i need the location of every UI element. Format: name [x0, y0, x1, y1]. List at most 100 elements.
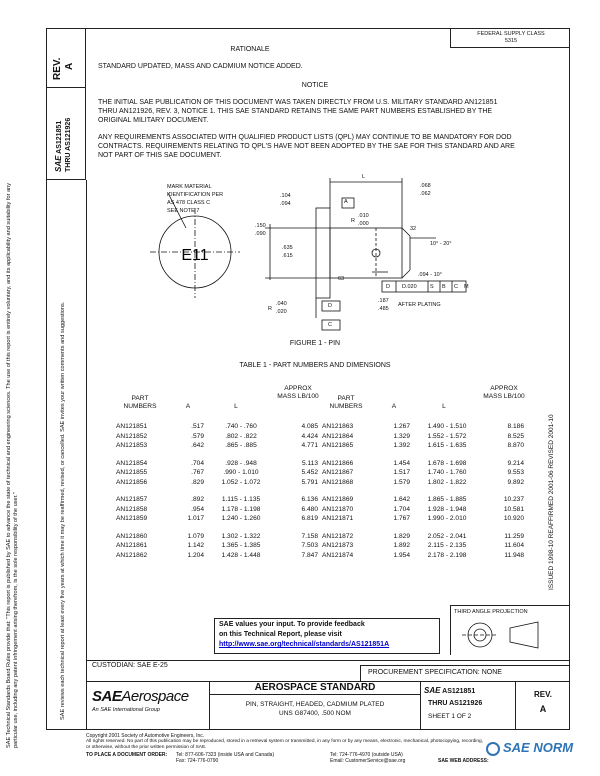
footer-rights: All rights reserved. No part of this pub…	[86, 739, 483, 750]
a-cell: 1.204	[187, 551, 204, 559]
spacer-cell	[116, 524, 318, 532]
feedback-link[interactable]: http://www.sae.org/technical/standards/A…	[219, 641, 390, 648]
mass-cell: 10.920	[503, 515, 524, 523]
footer-phone-1: Tel: 877-606-7323 (inside USA and Canada…	[176, 752, 275, 758]
title-divider	[210, 694, 420, 695]
table-title: TABLE 1 - PART NUMBERS AND DIMENSIONS	[239, 362, 391, 369]
procurement-label: PROCUREMENT SPECIFICATION: NONE	[368, 669, 502, 676]
mass-cell: 5.791	[301, 478, 318, 486]
figure-caption: FIGURE 1 - PIN	[289, 340, 341, 347]
dim-094-10: .094 - 10°	[418, 272, 442, 278]
mass-cell: 9.553	[507, 469, 524, 477]
left-rev-box	[46, 28, 86, 88]
l-cell: .802 - .822	[225, 432, 257, 440]
spacer-cell	[322, 451, 524, 459]
part-number-cell: AN121868	[322, 478, 354, 486]
part-number-cell: AN121852	[116, 432, 148, 440]
mass-cell: 9.892	[507, 478, 524, 486]
mass-cell: 4.771	[301, 442, 318, 450]
a-cell: 1.079	[187, 532, 204, 540]
mass-cell: 4.085	[301, 423, 318, 431]
mark-material-line3: AS 478 CLASS C	[167, 200, 211, 206]
mass-cell: 6.480	[301, 505, 318, 513]
a-cell: .704	[191, 459, 204, 467]
col-part-right: PART NUMBERS	[329, 395, 363, 410]
pin-shank	[329, 227, 403, 279]
a-cell: 1.329	[393, 432, 410, 440]
footer-fax: Fax: 724-776-0790	[176, 758, 219, 764]
spacer-cell	[322, 524, 524, 532]
l-cell: 1.052 - 1.072	[221, 478, 261, 486]
l-cell: 1.928 - 1.948	[427, 505, 467, 513]
l-cell: 1.552 - 1.572	[427, 432, 467, 440]
a-cell: 1.142	[187, 542, 204, 550]
part-number-cell: AN121853	[116, 442, 148, 450]
federal-class-box	[450, 28, 570, 48]
l-cell: 1.615 - 1.635	[427, 442, 467, 450]
main-frame	[46, 28, 570, 730]
l-cell: 1.865 - 1.885	[427, 496, 467, 504]
part-number-cell: AN121855	[116, 469, 148, 477]
issue-history: ISSUED 1998-10 REAFFIRMED 2001-06 REVISE…	[548, 414, 555, 590]
a-cell: 1.517	[393, 469, 410, 477]
left-column-divider	[86, 180, 87, 730]
l-cell: 1.365 - 1.385	[221, 542, 261, 550]
title-block-row	[86, 681, 570, 730]
a-cell: .954	[191, 505, 204, 513]
group-spacer	[322, 524, 524, 532]
group-spacer	[322, 487, 524, 495]
feedback-line1: SAE values your input. To provide feedba…	[219, 621, 365, 628]
part-number-cell: AN121863	[322, 423, 354, 431]
dim-r: R	[351, 218, 355, 224]
part-number-cell: AN121870	[322, 505, 354, 513]
a-cell: 1.767	[393, 515, 410, 523]
mass-cell: 6.136	[301, 496, 318, 504]
mark-material-line1: MARK MATERIAL	[167, 184, 212, 190]
sheet-label: SHEET 1 OF 2	[428, 713, 472, 720]
group-spacer	[116, 524, 318, 532]
a-cell: 1.392	[393, 442, 410, 450]
a-cell: 1.267	[393, 423, 410, 431]
mark-material-line4: SEE NOTE 7	[167, 208, 200, 214]
dim-090: .090	[255, 231, 266, 237]
part-number-cell: AN121857	[116, 496, 148, 504]
pin-head	[315, 207, 331, 299]
doc-number-line1: SAE AS121851	[424, 686, 476, 695]
rationale-text: STANDARD UPDATED, MASS AND CADMIUM NOTIC…	[98, 63, 303, 70]
circle-mark-label: E11	[181, 247, 208, 264]
dim-615: .615	[282, 253, 293, 259]
left-doc-number-2: THRU AS121926	[65, 117, 72, 172]
part-number-cell: AN121864	[322, 432, 354, 440]
l-cell: 1.115 - 1.135	[221, 496, 261, 504]
fcf-d: D	[386, 284, 390, 290]
part-number-cell: AN121854	[116, 459, 148, 467]
dim-000: .000	[358, 221, 369, 227]
left-doc-number: SAE AS121851	[54, 120, 63, 172]
mass-cell: 8.870	[507, 442, 524, 450]
custodian-row	[86, 660, 570, 676]
pin-drawing: E11	[150, 178, 467, 331]
qpl-text: ANY REQUIREMENTS ASSOCIATED WITH QUALIFI…	[98, 134, 515, 159]
a-cell: 1.954	[393, 551, 410, 559]
part-number-cell: AN121856	[116, 478, 148, 486]
doc-number-line2: THRU AS121926	[428, 700, 483, 707]
l-cell: 2.178 - 2.198	[427, 551, 467, 559]
a-cell: 1.642	[393, 496, 410, 504]
dim-32: 32	[410, 226, 417, 232]
federal-class-value: 5315	[504, 38, 518, 44]
mass-cell: 10.237	[503, 496, 524, 504]
dim-040: .040	[276, 301, 287, 307]
